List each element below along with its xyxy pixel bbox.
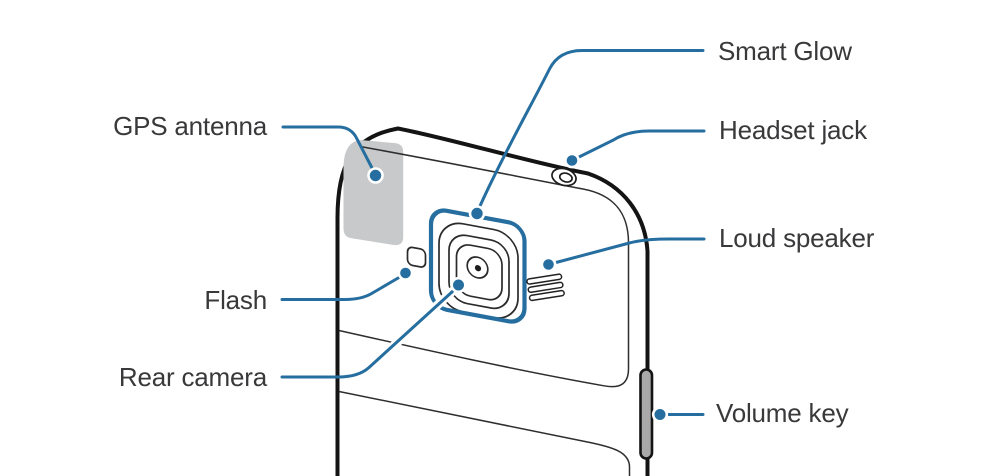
- label-flash: Flash: [204, 284, 267, 315]
- camera-lens-pupil: [474, 265, 482, 272]
- callout-dot-loud-speaker: [540, 256, 557, 273]
- callout-dot-rear-camera: [450, 276, 467, 294]
- volume-key-button: [639, 368, 654, 460]
- gps-antenna-patch: [343, 140, 404, 246]
- callout-dot-smart-glow: [468, 205, 486, 222]
- label-loud-speaker: Loud speaker: [719, 222, 875, 253]
- leader-loud-speaker: [554, 237, 706, 264]
- callout-dot-flash: [397, 265, 414, 281]
- leader-headset-jack: [576, 129, 706, 159]
- leader-smart-glow: [478, 49, 705, 208]
- speaker-grille: [526, 273, 565, 302]
- leader-flash: [280, 276, 401, 301]
- leader-rear-camera: [280, 290, 454, 379]
- headset-jack-opening: [551, 167, 577, 187]
- label-volume-key: Volume key: [716, 397, 849, 428]
- label-rear-camera: Rear camera: [118, 361, 267, 392]
- label-smart-glow: Smart Glow: [718, 35, 852, 66]
- back-panel-seam-lower: [338, 390, 631, 476]
- callout-dot-gps-antenna: [367, 167, 384, 184]
- callout-dot-volume-key: [651, 406, 669, 423]
- leader-gps-antenna: [281, 125, 374, 170]
- label-headset-jack: Headset jack: [719, 114, 867, 145]
- callout-dot-headset-jack: [564, 152, 580, 169]
- label-gps-antenna: GPS antenna: [113, 110, 267, 141]
- flash-window: [406, 246, 427, 268]
